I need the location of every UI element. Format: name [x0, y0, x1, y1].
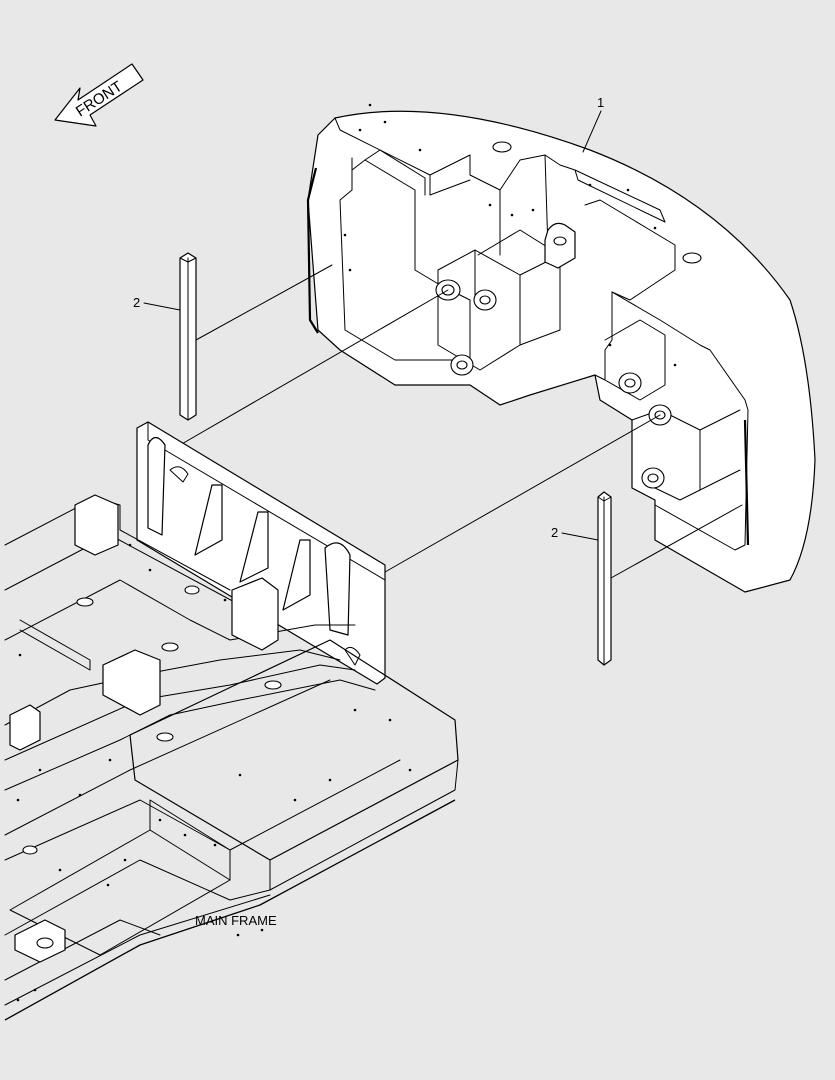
rubber-strip-right [597, 491, 612, 666]
front-arrow-icon: FRONT [54, 63, 144, 127]
main-frame [4, 421, 459, 1021]
callout-2-right-label: 2 [551, 525, 558, 540]
callout-1: 1 [582, 95, 604, 153]
rubber-strip-left [179, 252, 197, 421]
counterweight [306, 103, 816, 593]
callout-1-label: 1 [597, 95, 604, 110]
callout-2-right: 2 [551, 525, 599, 541]
callout-2-left-label: 2 [133, 295, 140, 310]
main-frame-label: MAIN FRAME [195, 913, 277, 928]
assembly-lines [179, 264, 743, 579]
callout-2-left: 2 [133, 295, 181, 311]
